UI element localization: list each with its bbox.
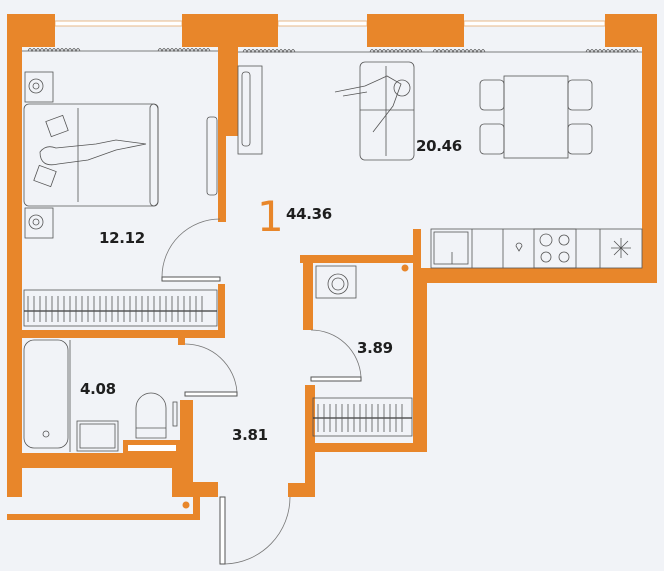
bathroom-area-label: 4.08 (80, 380, 116, 398)
toilet (135, 392, 178, 439)
sink (76, 420, 119, 452)
hallway-area-label: 3.81 (232, 426, 268, 444)
kitchen-counter (430, 228, 643, 269)
bedroom-area-label: 12.12 (99, 229, 145, 247)
tv-living (237, 65, 263, 155)
laundry-area-label: 3.89 (357, 339, 393, 357)
radiator-laundry (312, 397, 413, 437)
dining-table (479, 75, 593, 159)
washing-machine (315, 265, 357, 299)
tv-bedroom (206, 116, 218, 196)
windows (54, 20, 606, 27)
apartment-rooms-count: 1 (257, 192, 284, 241)
walls (7, 14, 657, 520)
bathtub (23, 339, 71, 452)
doors (161, 218, 362, 565)
sofa (334, 61, 415, 161)
total-area-label: 44.36 (286, 205, 332, 223)
living-kitchen-area-label: 20.46 (416, 137, 462, 155)
curtains (22, 48, 642, 54)
radiator-bedroom (23, 289, 218, 327)
bed (23, 71, 159, 239)
